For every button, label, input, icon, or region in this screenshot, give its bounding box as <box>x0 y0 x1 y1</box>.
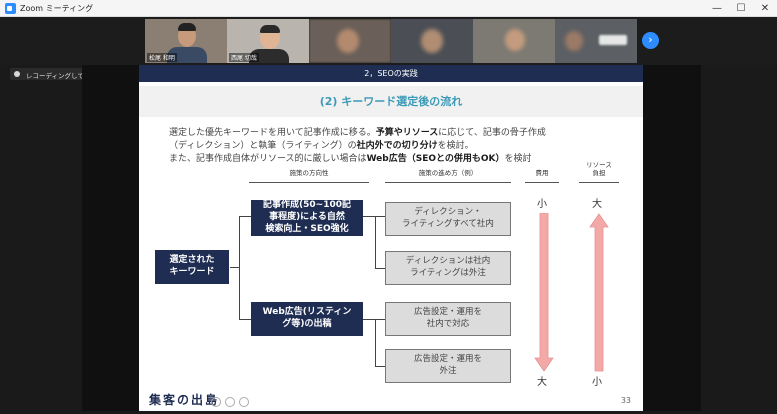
column-header-direction: 施策の方向性 <box>289 169 329 177</box>
method-box-3: 広告設定・運用を 社内で対応 <box>385 302 511 336</box>
connector <box>230 267 239 268</box>
connector <box>375 216 385 217</box>
connector <box>375 268 385 269</box>
participant-name: 西尾 切哉 <box>229 53 259 62</box>
cost-arrow-icon <box>534 213 554 372</box>
brand-logo: 集客の出島 <box>149 393 220 407</box>
logo-mark-icon <box>225 397 235 407</box>
video-tile[interactable]: 西尾 切哉 <box>227 19 309 63</box>
column-header-cost: 費用 <box>535 169 549 177</box>
slide-subtitle: (2) キーワード選定後の流れ <box>319 95 463 108</box>
video-tile[interactable] <box>473 19 555 63</box>
cost-high-label: 大 <box>537 377 547 388</box>
next-page-button[interactable]: › <box>642 32 659 49</box>
connector <box>239 319 251 320</box>
subtitle-band <box>139 86 643 117</box>
resource-low-label: 小 <box>592 377 602 388</box>
shared-slide: 2，SEOの実践 (2) キーワード選定後の流れ 選定した優先キーワードを用いて… <box>139 65 643 411</box>
minimize-button[interactable]: — <box>712 3 722 14</box>
divider <box>579 182 619 183</box>
resource-high-label: 大 <box>592 199 602 210</box>
maximize-button[interactable]: ☐ <box>736 3 746 14</box>
method-box-2: ディレクションは社内 ライティングは外注 <box>385 251 511 285</box>
connector <box>239 216 240 320</box>
page-number: 33 <box>620 396 631 405</box>
participant-strip: 松尾 和明 西尾 切哉 › <box>0 17 777 65</box>
cost-low-label: 小 <box>537 199 547 210</box>
close-button[interactable]: ✕ <box>760 3 770 14</box>
slide-section-header: 2，SEOの実践 <box>139 65 643 82</box>
participant-name: 松尾 和明 <box>147 53 177 62</box>
branch-article-box: 記事作成(50~100記 事程度)による自然 検索向上・SEO強化 <box>251 200 363 236</box>
video-tile[interactable]: 松尾 和明 <box>145 19 227 63</box>
body-line-2: （ディレクション）と執筆（ライティング）の社内外での切り分けを検討。 <box>169 141 474 151</box>
method-box-1: ディレクション・ ライティングすべて社内 <box>385 202 511 236</box>
method-box-4: 広告設定・運用を 外注 <box>385 349 511 383</box>
connector <box>375 319 376 367</box>
video-tile[interactable] <box>309 19 391 63</box>
column-header-method: 施策の進め方（例） <box>418 169 478 177</box>
divider <box>385 182 511 183</box>
video-tile[interactable] <box>555 19 637 63</box>
body-line-1: 選定した優先キーワードを用いて記事作成に移る。予算やリソースに応じて、記事の骨子… <box>169 128 546 138</box>
resource-arrow-icon <box>589 213 609 372</box>
share-margin-left <box>82 65 139 411</box>
connector <box>239 216 251 217</box>
connector <box>363 319 375 320</box>
divider <box>525 182 559 183</box>
video-tile[interactable] <box>391 19 473 63</box>
zoom-app-icon <box>5 3 16 14</box>
recording-label: レコーディングしています... <box>26 72 110 80</box>
body-line-3: また、記事作成自体がリソース的に厳しい場合はWeb広告（SEOとの併用もOK）を… <box>169 154 532 164</box>
logo-mark-icon <box>211 397 221 407</box>
divider <box>249 182 369 183</box>
connector <box>375 319 385 320</box>
share-margin-right <box>643 65 701 411</box>
logo-mark-icon <box>239 397 249 407</box>
connector <box>375 216 376 269</box>
window-title: Zoom ミーティング <box>20 4 94 13</box>
connector <box>363 216 375 217</box>
branch-ads-box: Web広告(リスティン グ等)の出稿 <box>251 302 363 336</box>
window-titlebar: Zoom ミーティング — ☐ ✕ <box>0 0 777 17</box>
connector <box>375 366 385 367</box>
column-header-resource: リソース 負担 <box>586 161 612 178</box>
record-icon <box>14 71 20 77</box>
root-keyword-box: 選定された キーワード <box>155 250 229 284</box>
